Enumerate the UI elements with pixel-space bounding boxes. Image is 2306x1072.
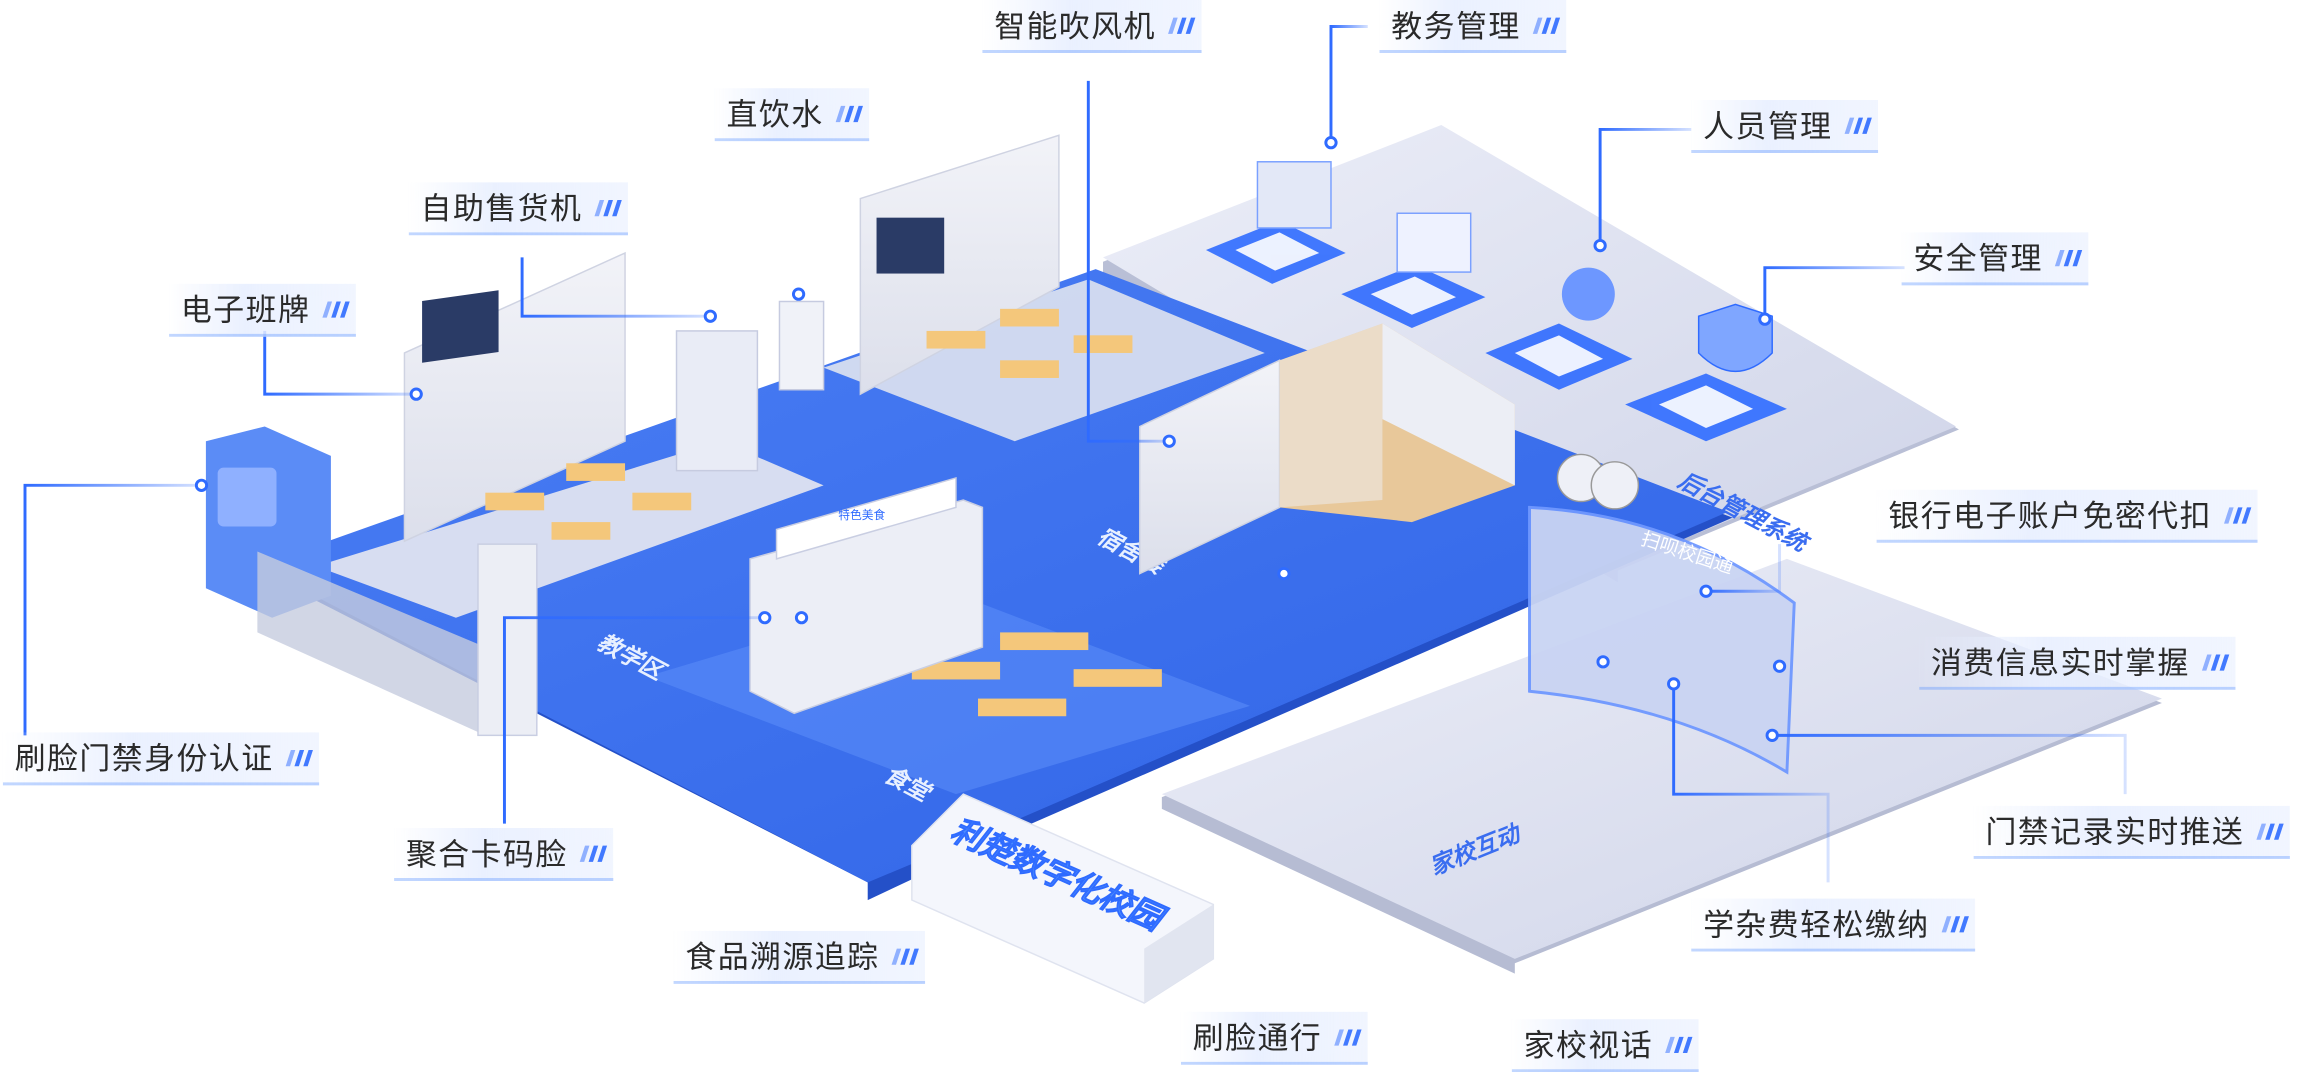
callout-text: 智能吹风机 bbox=[994, 8, 1156, 45]
stripes-icon bbox=[2256, 822, 2284, 840]
callout-text: 直饮水 bbox=[726, 97, 824, 133]
stripes-icon bbox=[1941, 915, 1969, 932]
callout-vending: 自助售货机 bbox=[408, 182, 628, 236]
callout-text: 学杂费轻松缴纳 bbox=[1703, 907, 1930, 943]
callout-personnel: 人员管理 bbox=[1691, 100, 1879, 153]
callout-text: 门禁记录实时推送 bbox=[1985, 814, 2245, 851]
stripes-icon bbox=[835, 105, 863, 122]
callout-hair-dryer: 智能吹风机 bbox=[982, 0, 1202, 53]
callout-text: 消费信息实时掌握 bbox=[1931, 645, 2190, 681]
callout-access-push: 门禁记录实时推送 bbox=[1973, 805, 2290, 859]
backend-platform: 后台管理系统 bbox=[1103, 125, 1959, 583]
callout-text: 聚合卡码脸 bbox=[405, 836, 568, 873]
stripes-icon bbox=[579, 844, 608, 862]
water-dispenser bbox=[778, 300, 825, 391]
callout-text: 电子班牌 bbox=[180, 292, 311, 328]
stripes-icon bbox=[891, 947, 919, 965]
stripes-icon bbox=[322, 300, 350, 317]
campus-sign: 利楚数字化校园 bbox=[911, 793, 1215, 1004]
callout-tuition: 学杂费轻松缴纳 bbox=[1691, 898, 1976, 952]
classroom-walls bbox=[403, 134, 1060, 543]
stripes-icon bbox=[285, 749, 313, 766]
callout-face-access: 刷脸门禁身份认证 bbox=[2, 732, 320, 786]
canteen-counter: 特色美食 bbox=[749, 477, 984, 715]
vending-machine bbox=[675, 330, 759, 472]
callout-food-trace: 食品溯源追踪 bbox=[673, 930, 926, 984]
stripes-icon bbox=[2201, 653, 2230, 670]
callout-bank: 银行电子账户免密代扣 bbox=[1876, 489, 2258, 543]
callout-class-board: 电子班牌 bbox=[169, 283, 356, 337]
callout-text: 银行电子账户免密代扣 bbox=[1888, 498, 2212, 534]
callout-water: 直饮水 bbox=[714, 88, 870, 142]
stripes-icon bbox=[2054, 249, 2083, 266]
callout-text: 家校视话 bbox=[1523, 1028, 1654, 1064]
stripes-icon bbox=[1844, 116, 1872, 134]
callout-text: 刷脸通行 bbox=[1192, 1020, 1323, 1056]
callout-text: 自助售货机 bbox=[420, 191, 583, 227]
callout-academic: 教务管理 bbox=[1379, 0, 1567, 53]
callout-text: 食品溯源追踪 bbox=[685, 939, 880, 976]
stripes-icon bbox=[2224, 506, 2252, 523]
stripes-icon bbox=[1168, 16, 1196, 34]
entrance-gate bbox=[205, 426, 538, 737]
leader-lines bbox=[23, 25, 2127, 1015]
stripes-icon bbox=[1665, 1036, 1693, 1053]
callout-text: 人员管理 bbox=[1703, 108, 1833, 145]
dormitory bbox=[1139, 323, 1515, 575]
anchor-dots bbox=[194, 136, 1787, 742]
callout-consumption: 消费信息实时掌握 bbox=[1919, 636, 2236, 690]
food-sign: 特色美食 bbox=[838, 508, 885, 522]
callout-security: 安全管理 bbox=[1901, 232, 2089, 286]
callout-text: 教务管理 bbox=[1391, 8, 1521, 45]
stripes-icon bbox=[1334, 1028, 1362, 1045]
callout-text: 刷脸门禁身份认证 bbox=[14, 741, 274, 777]
callout-text: 安全管理 bbox=[1913, 241, 2043, 277]
stripes-icon bbox=[594, 199, 622, 216]
stripes-icon bbox=[1532, 16, 1561, 34]
callout-face-pass: 刷脸通行 bbox=[1180, 1011, 1368, 1065]
callout-video-call: 家校视话 bbox=[1511, 1019, 1699, 1072]
callout-card-code-face: 聚合卡码脸 bbox=[394, 828, 614, 881]
